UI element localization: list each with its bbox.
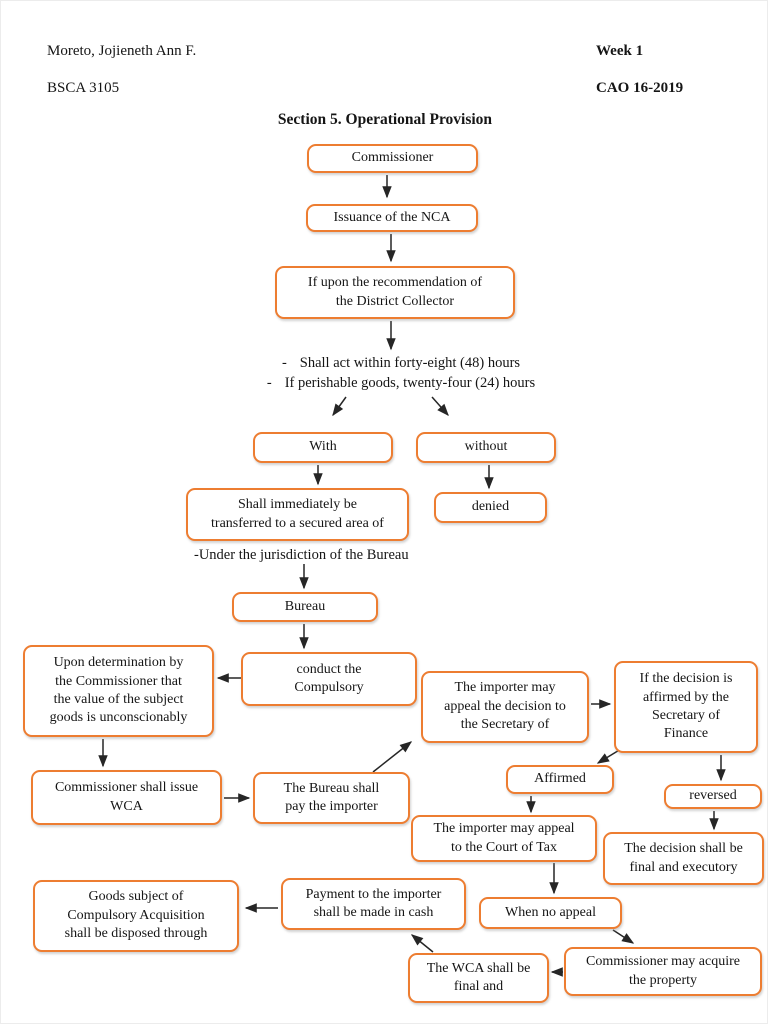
note-act-hours: - Shall act within forty-eight (48) hour…: [201, 354, 601, 374]
arrow-bureaupay-appeal: [372, 741, 413, 773]
flow-node-affirmed: Affirmed: [506, 765, 614, 794]
flow-node-denied: denied: [434, 492, 547, 523]
flow-node-transferred: Shall immediately be transferred to a se…: [186, 488, 409, 541]
flow-node-determination: Upon determination by the Commissioner t…: [23, 645, 214, 737]
note-act-hours-text: Shall act within forty-eight (48) hours: [299, 355, 521, 371]
page-title: Section 5. Operational Provision: [277, 111, 493, 128]
week-label: Week 1: [596, 43, 644, 59]
flow-node-commissioner: Commissioner: [307, 144, 478, 173]
flow-node-payment-cash: Payment to the importer shall be made in…: [281, 878, 466, 930]
arrow-notes-without: [431, 396, 449, 417]
order-reference: CAO 16-2019: [596, 80, 684, 96]
flow-node-without: without: [416, 432, 556, 463]
flow-node-acquire-property: Commissioner may acquire the property: [564, 947, 762, 996]
flow-node-issuance-nca: Issuance of the NCA: [306, 204, 478, 232]
note-perishable-hours: - If perishable goods, twenty-four (24) …: [201, 374, 601, 394]
flow-node-final-executory: The decision shall be final and executor…: [603, 832, 764, 885]
bullet-dash: -: [266, 374, 272, 391]
flow-node-issue-wca: Commissioner shall issue WCA: [31, 770, 222, 825]
arrow-wcafinal-payment: [410, 934, 434, 953]
flow-node-appeal-secretary: The importer may appeal the decision to …: [421, 671, 589, 743]
flow-node-bureau: Bureau: [232, 592, 378, 622]
flow-node-with: With: [253, 432, 393, 463]
flow-node-goods-disposed: Goods subject of Compulsory Acquisition …: [33, 880, 239, 952]
course-code: BSCA 3105: [47, 80, 120, 96]
flow-node-conduct-compulsory: conduct the Compulsory: [241, 652, 417, 706]
note-perishable-hours-text: If perishable goods, twenty-four (24) ho…: [284, 374, 536, 391]
arrow-noappeal-acquire: [612, 929, 635, 944]
arrow-notes-with: [332, 396, 347, 417]
flow-node-reversed: reversed: [664, 784, 762, 809]
note-jurisdiction: -Under the jurisdiction of the Bureau: [194, 547, 409, 563]
flow-node-court-of-tax: The importer may appeal to the Court of …: [411, 815, 597, 862]
flow-node-wca-final: The WCA shall be final and: [408, 953, 549, 1003]
flow-node-recommendation: If upon the recommendation of the Distri…: [275, 266, 515, 319]
flow-node-bureau-pay: The Bureau shall pay the importer: [253, 772, 410, 824]
bullet-dash: -: [281, 355, 287, 371]
flow-node-when-no-appeal: When no appeal: [479, 897, 622, 929]
flow-node-decision-affirmed: If the decision is affirmed by the Secre…: [614, 661, 758, 753]
timing-notes: - Shall act within forty-eight (48) hour…: [201, 354, 601, 393]
student-name: Moreto, Jojieneth Ann F.: [47, 43, 197, 59]
